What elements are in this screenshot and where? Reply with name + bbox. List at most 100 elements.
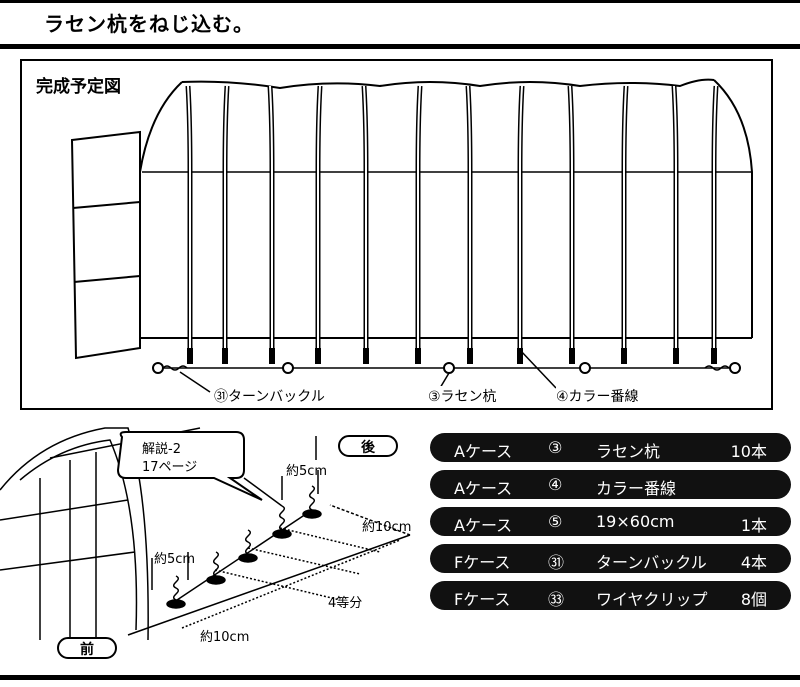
pipe-foot bbox=[673, 348, 679, 364]
part-number: ④ bbox=[548, 475, 563, 494]
offset-right-label: 約10cm bbox=[362, 520, 412, 535]
arch-pipe-highlight bbox=[269, 85, 273, 348]
pipe-frames bbox=[185, 85, 719, 364]
screw-pile-marker bbox=[579, 362, 591, 374]
pipe-foot bbox=[569, 348, 575, 364]
pile-coils bbox=[173, 485, 315, 601]
offset-bottom-label: 約10cm bbox=[200, 630, 250, 645]
part-number: ③ bbox=[548, 438, 563, 457]
pipe-foot bbox=[269, 348, 275, 364]
part-number: ㉝ bbox=[548, 590, 565, 609]
heading-rule bbox=[0, 44, 800, 49]
pipe-foot bbox=[467, 348, 473, 364]
spacing-top-label: 約5cm bbox=[286, 464, 328, 479]
frame-rail bbox=[0, 551, 136, 571]
part-name: 19×60cm bbox=[596, 512, 675, 531]
roof-ridge bbox=[181, 78, 715, 90]
arch-pipe-highlight bbox=[673, 85, 677, 348]
turnbuckle-chain bbox=[162, 365, 188, 371]
front-tag: 前 bbox=[57, 637, 117, 659]
door-bar bbox=[72, 201, 141, 209]
part-case: Fケース bbox=[454, 553, 511, 572]
pipe-foot bbox=[363, 348, 369, 364]
part-number: ⑤ bbox=[548, 512, 563, 531]
grid-line bbox=[247, 547, 361, 575]
pipe-foot bbox=[517, 348, 523, 364]
part-qty: 4本 bbox=[740, 553, 767, 572]
offset-line bbox=[181, 539, 401, 629]
arch-pipe-highlight bbox=[224, 85, 228, 348]
part-qty: 8個 bbox=[740, 590, 767, 609]
screw-pile bbox=[302, 509, 322, 519]
division-label: 4等分 bbox=[328, 596, 363, 611]
part-case: Aケース bbox=[454, 479, 513, 498]
completion-diagram-panel bbox=[20, 59, 773, 410]
bubble-leader bbox=[243, 477, 283, 507]
part-name: ターンバックル bbox=[596, 553, 707, 572]
arch-pipe-highlight bbox=[417, 85, 421, 348]
arch-pipe-highlight bbox=[519, 85, 523, 348]
parts-row: Aケース ③ ラセン杭 10本 bbox=[430, 433, 791, 462]
screw-pile bbox=[238, 553, 258, 563]
page-heading: ラセン杭をねじ込む。 bbox=[44, 12, 254, 36]
part-qty: 1本 bbox=[740, 516, 767, 535]
pipe-foot bbox=[315, 348, 321, 364]
parts-row: Aケース ④ カラー番線 bbox=[430, 470, 791, 499]
bubble-line1: 解説-2 bbox=[142, 442, 181, 457]
parts-row: Fケース ㉝ ワイヤクリップ 8個 bbox=[430, 581, 791, 610]
bubble-line2: 17ページ bbox=[142, 460, 198, 475]
pipe-foot bbox=[621, 348, 627, 364]
leader-screw-pile bbox=[439, 372, 450, 389]
part-case: Fケース bbox=[454, 590, 511, 609]
arch-pipe-highlight bbox=[623, 85, 627, 348]
screw-piles bbox=[166, 509, 322, 609]
arch-pipe-highlight bbox=[569, 85, 573, 348]
turnbuckle-chain bbox=[704, 365, 730, 371]
leader-color-wire bbox=[519, 349, 557, 389]
screw-pile bbox=[206, 575, 226, 585]
end-frame-outer bbox=[0, 427, 149, 641]
callout-turnbuckle: ㉛ターンバックル bbox=[214, 386, 325, 406]
part-name: ワイヤクリップ bbox=[596, 590, 708, 609]
leader-turnbuckle bbox=[179, 371, 211, 393]
arch-pipe-highlight bbox=[187, 85, 191, 348]
screw-pile bbox=[272, 529, 292, 539]
arch-pipe-highlight bbox=[467, 85, 471, 348]
arch-pipe-highlight bbox=[363, 85, 367, 348]
pipe-foot bbox=[187, 348, 193, 364]
spacing-left-label: 約5cm bbox=[154, 552, 196, 567]
grid-line bbox=[214, 569, 341, 601]
arch-pipe-highlight bbox=[317, 85, 321, 348]
end-door bbox=[70, 130, 141, 360]
part-name: カラー番線 bbox=[596, 479, 677, 498]
parts-row: Aケース ⑤ 19×60cm 1本 bbox=[430, 507, 791, 536]
parts-row: Fケース ㉛ ターンバックル 4本 bbox=[430, 544, 791, 573]
pipe-foot bbox=[711, 348, 717, 364]
ground-edge bbox=[329, 504, 411, 536]
grid-line bbox=[279, 527, 381, 553]
screw-pile bbox=[166, 599, 186, 609]
door-bar bbox=[73, 275, 141, 283]
callout-screw-pile: ③ラセン杭 bbox=[428, 386, 497, 406]
callout-color-wire: ④カラー番線 bbox=[556, 386, 639, 406]
panel-title: 完成予定図 bbox=[36, 77, 121, 97]
screw-pile-marker bbox=[729, 362, 741, 374]
bottom-rule bbox=[0, 675, 800, 680]
part-qty: 10本 bbox=[730, 442, 767, 461]
arch-pipe-highlight bbox=[713, 85, 717, 348]
top-rule bbox=[0, 0, 800, 3]
ground-edge bbox=[127, 534, 411, 636]
part-case: Aケース bbox=[454, 442, 513, 461]
screw-pile-marker bbox=[282, 362, 294, 374]
reference-bubble bbox=[116, 431, 263, 501]
frame-rail bbox=[0, 499, 129, 521]
part-name: ラセン杭 bbox=[596, 442, 661, 461]
back-tag: 後 bbox=[338, 435, 398, 457]
pipe-foot bbox=[222, 348, 228, 364]
pipe-foot bbox=[415, 348, 421, 364]
part-case: Aケース bbox=[454, 516, 513, 535]
right-end-arch bbox=[713, 79, 753, 338]
left-end-arch bbox=[139, 81, 183, 338]
